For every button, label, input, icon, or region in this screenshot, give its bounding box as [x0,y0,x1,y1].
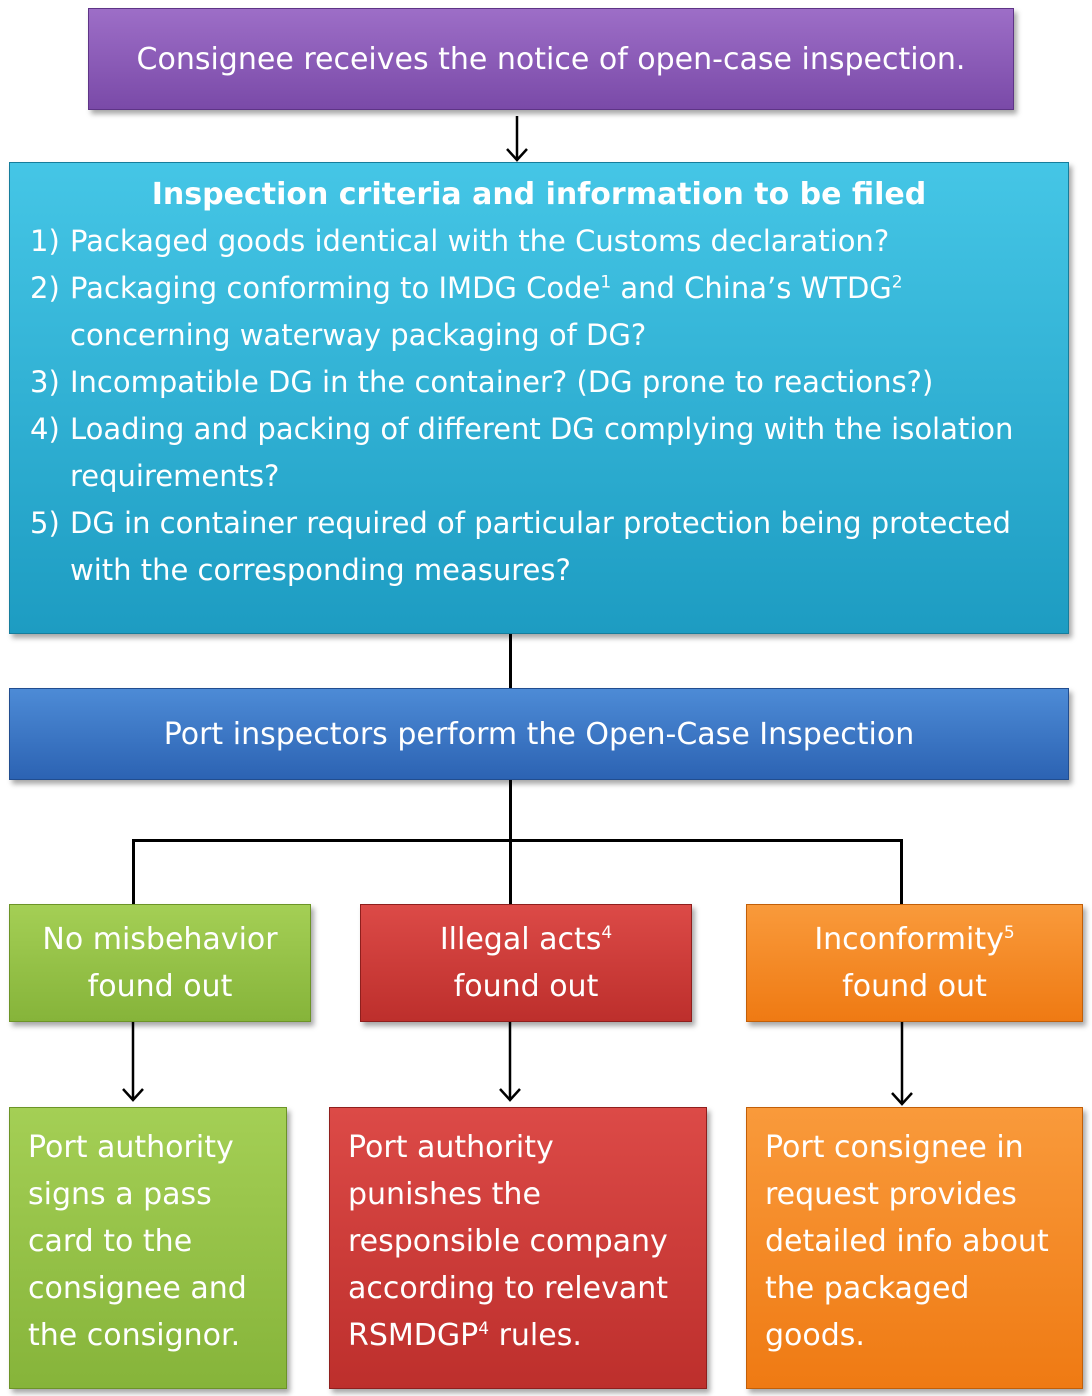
criteria-item-text: Packaged goods identical with the Custom… [70,224,890,258]
connector-branch-horizontal [132,839,903,842]
criteria-item-2: 2) Packaging conforming to IMDG Code1 an… [30,265,1048,359]
criteria-item-number: 4) [30,412,60,446]
criteria-item-3: 3) Incompatible DG in the container? (DG… [30,359,1048,406]
outcome-illegal-acts: Illegal acts4 found out [360,904,692,1022]
footnote-5: 5 [1003,923,1015,943]
action-text: Port consignee in request provides detai… [765,1130,1049,1353]
criteria-item-text: DG in container required of particular p… [70,506,1011,587]
criteria-heading: Inspection criteria and information to b… [151,177,927,212]
criteria-item-text-b: and China’s WTDG [611,271,892,305]
connector-branch-right [900,839,903,905]
criteria-item-text-a: Packaging conforming to IMDG Code [70,271,601,305]
connector-inspection-down [509,780,512,904]
action-provide-info: Port consignee in request provides detai… [746,1107,1083,1389]
outcome-line1: Illegal acts4 [440,916,612,963]
connector-criteria-to-inspection [509,634,512,688]
criteria-item-number: 2) [30,271,60,305]
criteria-box: Inspection criteria and information to b… [9,162,1069,634]
criteria-item-4: 4) Loading and packing of different DG c… [30,406,1048,500]
criteria-item-text: Packaging conforming to IMDG Code1 and C… [70,265,1048,359]
action-text-a: Port authority punishes the responsible … [348,1130,668,1353]
notice-box: Consignee receives the notice of open-ca… [88,8,1014,110]
criteria-item-1: 1) Packaged goods identical with the Cus… [30,218,1048,265]
outcome-line1: Inconformity5 [814,916,1014,963]
outcome-line1-text: Inconformity [814,922,1004,957]
criteria-item-text-c: concerning waterway packaging of DG? [70,318,647,352]
outcome-line1: No misbehavior [42,922,278,957]
action-text: Port authority signs a pass card to the … [28,1130,247,1353]
action-pass-card: Port authority signs a pass card to the … [9,1107,287,1389]
criteria-item-text: Loading and packing of different DG comp… [70,412,1014,493]
footnote-1: 1 [600,272,612,293]
inspection-box: Port inspectors perform the Open-Case In… [9,688,1069,780]
criteria-item-5: 5) DG in container required of particula… [30,500,1048,594]
footnote-4: 4 [601,923,613,943]
outcome-inconformity: Inconformity5 found out [746,904,1083,1022]
criteria-item-number: 3) [30,365,60,399]
footnote-2: 2 [891,272,903,293]
outcome-line2: found out [453,969,599,1004]
outcome-no-misbehavior: No misbehavior found out [9,904,311,1022]
criteria-item-text: Incompatible DG in the container? (DG pr… [70,365,934,399]
inspection-text: Port inspectors perform the Open-Case In… [163,716,915,752]
outcome-line2: found out [87,969,233,1004]
outcome-line2: found out [842,969,987,1004]
criteria-item-number: 5) [30,506,60,540]
action-text-b: rules. [489,1318,582,1353]
action-punish: Port authority punishes the responsible … [329,1107,707,1389]
criteria-item-number: 1) [30,224,60,258]
connector-branch-left [132,839,135,905]
footnote-4: 4 [478,1319,490,1339]
notice-text: Consignee receives the notice of open-ca… [136,41,966,77]
outcome-line1-text: Illegal acts [439,922,602,957]
